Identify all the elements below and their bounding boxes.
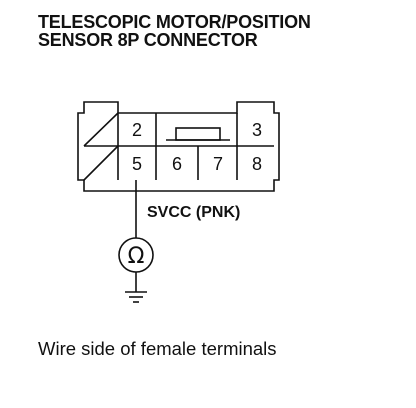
pin-2-label: 2 bbox=[132, 120, 142, 140]
diagram-title: TELESCOPIC MOTOR/POSITION SENSOR 8P CONN… bbox=[38, 13, 311, 49]
pin-6-label: 6 bbox=[172, 154, 182, 174]
pin-3-label: 3 bbox=[252, 120, 262, 140]
pin-7-label: 7 bbox=[213, 154, 223, 174]
connector-housing bbox=[77, 101, 280, 192]
locking-tab bbox=[175, 127, 221, 141]
title-line-1: TELESCOPIC MOTOR/POSITION bbox=[38, 12, 311, 32]
blocked-cavity-mark bbox=[83, 112, 119, 147]
ohm-icon: Ω bbox=[128, 244, 145, 269]
wire-label: SVCC (PNK) bbox=[147, 204, 240, 221]
blocked-cavity-mark bbox=[83, 145, 119, 181]
caption: Wire side of female terminals bbox=[38, 338, 277, 359]
pin-5-label: 5 bbox=[132, 154, 142, 174]
pin-8-label: 8 bbox=[252, 154, 262, 174]
title-line-2: SENSOR 8P CONNECTOR bbox=[38, 30, 258, 50]
